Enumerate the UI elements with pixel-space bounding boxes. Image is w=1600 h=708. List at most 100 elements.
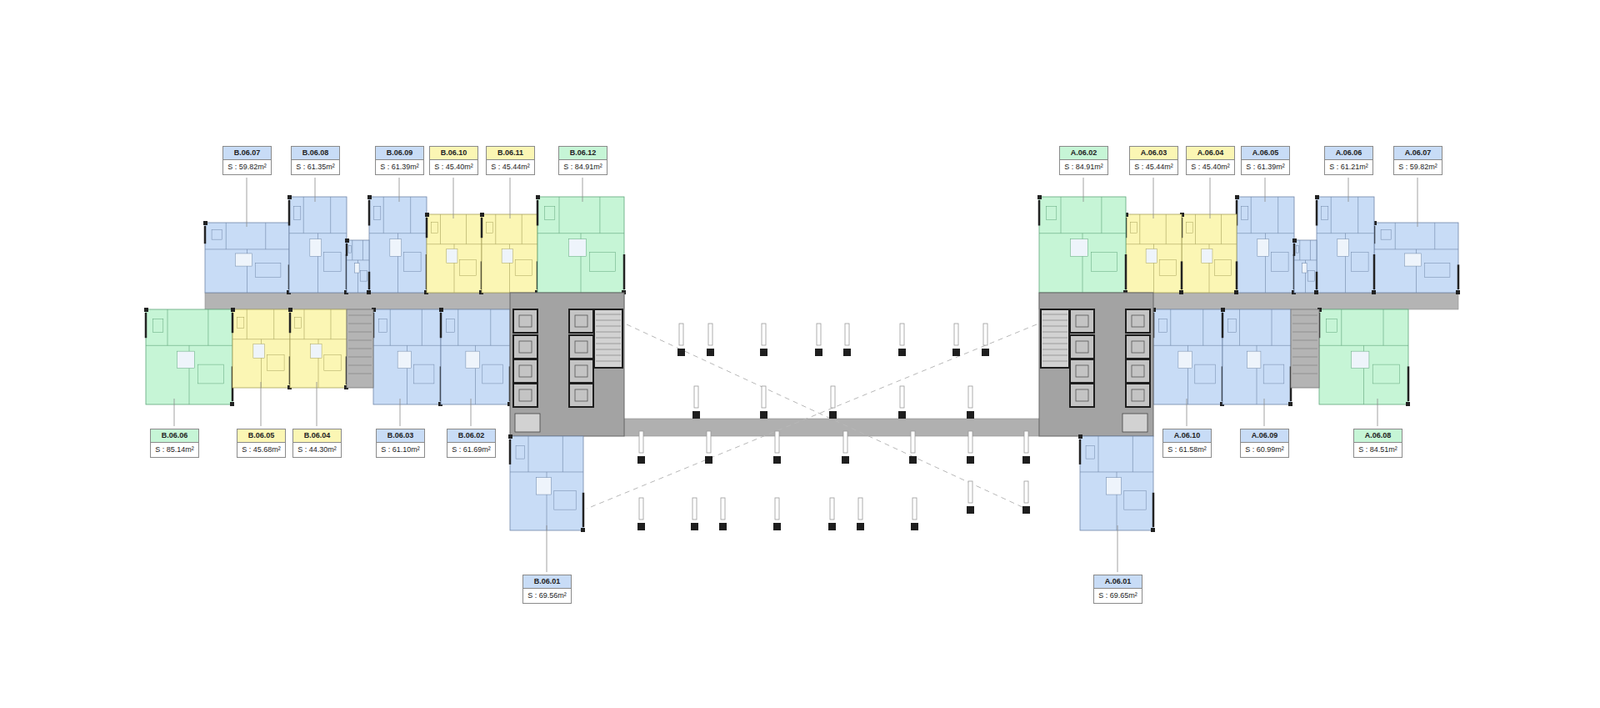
unit-label: B.06.07S : 59.82m² xyxy=(222,145,272,175)
room-wall xyxy=(510,470,584,472)
furniture xyxy=(1159,260,1176,276)
furniture xyxy=(515,260,532,276)
bathroom xyxy=(446,248,458,263)
exterior-wall xyxy=(1079,439,1082,465)
stair-tread xyxy=(1292,373,1318,375)
parking-bay-marker xyxy=(900,385,905,408)
structural-column xyxy=(829,410,837,419)
structural-column xyxy=(966,410,975,419)
unit-area: S : 59.82m² xyxy=(1394,160,1442,175)
apartment-unit xyxy=(1374,222,1459,293)
bathroom xyxy=(501,248,513,263)
structural-column xyxy=(1314,290,1319,295)
unit-label: A.06.01S : 69.65m² xyxy=(1093,574,1143,604)
room-wall xyxy=(421,309,423,345)
room-wall xyxy=(457,309,459,345)
parking-bay-marker xyxy=(708,323,713,345)
elevator-car xyxy=(1131,340,1145,353)
room-wall xyxy=(1139,214,1140,245)
apartment-unit xyxy=(537,196,625,293)
exterior-wall xyxy=(1407,365,1410,401)
unit-code: A.06.10 xyxy=(1163,429,1211,443)
furniture xyxy=(1263,364,1285,384)
structural-column xyxy=(367,195,372,200)
bathroom xyxy=(1178,350,1193,369)
furniture xyxy=(482,364,504,384)
room-wall xyxy=(481,243,538,245)
exterior-wall xyxy=(1038,200,1041,226)
elevator-shaft xyxy=(513,335,538,359)
structural-column xyxy=(637,455,645,464)
elevator-car xyxy=(1131,315,1145,327)
furniture xyxy=(324,355,341,371)
apartment-unit xyxy=(145,309,233,405)
apartment-unit xyxy=(290,309,347,388)
furniture xyxy=(1425,263,1450,278)
elevator-shaft xyxy=(513,309,538,333)
unit-area: S : 61.21m² xyxy=(1325,160,1373,175)
service-room xyxy=(1122,413,1148,432)
furniture xyxy=(403,252,421,272)
structural-column xyxy=(760,410,768,419)
circulation-core xyxy=(1039,292,1154,436)
unit-label: B.06.02S : 61.69m² xyxy=(446,428,496,458)
room-wall xyxy=(145,345,233,346)
circulation-core xyxy=(510,292,625,436)
exterior-wall xyxy=(480,217,484,238)
structural-column xyxy=(910,522,919,530)
room-wall xyxy=(1330,196,1332,234)
room-wall xyxy=(1098,435,1100,472)
room-wall xyxy=(1340,309,1342,345)
exterior-wall xyxy=(509,439,512,465)
unit-area: S : 59.82m² xyxy=(223,160,271,175)
furniture xyxy=(1045,206,1056,220)
structural-column xyxy=(366,290,371,295)
furniture xyxy=(1130,221,1137,233)
parking-bay-marker xyxy=(761,323,766,345)
structural-column xyxy=(841,455,850,464)
apartment-unit xyxy=(481,214,538,293)
room-wall xyxy=(1236,232,1295,234)
bridge-corridor xyxy=(624,418,1040,436)
room-wall xyxy=(207,309,209,345)
furniture xyxy=(255,263,281,278)
elevator-shaft xyxy=(569,335,594,359)
furniture xyxy=(1326,318,1338,332)
stair-tread xyxy=(1042,349,1068,350)
room-wall xyxy=(1080,470,1154,472)
furniture xyxy=(515,445,525,459)
bathroom xyxy=(310,343,322,358)
parking-bay-marker xyxy=(912,497,917,520)
unit-label: A.06.04S : 45.40m² xyxy=(1185,145,1235,175)
stair-tread xyxy=(348,340,372,341)
exterior-wall xyxy=(1293,243,1296,256)
unit-code: B.06.08 xyxy=(291,146,340,160)
bathroom xyxy=(310,239,322,257)
leader-line xyxy=(315,177,316,202)
unit-area: S : 45.40m² xyxy=(430,160,478,175)
room-wall xyxy=(599,196,600,234)
elevator-car xyxy=(1131,365,1145,377)
stair-tread xyxy=(1042,337,1068,339)
stair-tread xyxy=(1042,355,1068,356)
elevator-car xyxy=(519,365,532,377)
stair-tread xyxy=(1292,365,1318,366)
elevator-car xyxy=(519,389,532,401)
stair xyxy=(346,309,374,388)
unit-code: A.06.03 xyxy=(1130,146,1178,160)
leader-line xyxy=(260,381,262,426)
exterior-wall xyxy=(1221,312,1225,338)
leader-line xyxy=(316,381,318,426)
unit-label: A.06.08S : 84.51m² xyxy=(1353,428,1403,458)
leader-line xyxy=(399,177,400,202)
unit-area: S : 61.69m² xyxy=(447,442,495,457)
parking-bay-marker xyxy=(830,497,835,520)
unit-code: A.06.06 xyxy=(1325,146,1373,160)
apartment-unit xyxy=(510,435,584,530)
room-wall xyxy=(369,232,427,234)
structural-column xyxy=(1234,290,1239,295)
apartment-unit xyxy=(346,240,370,293)
room-wall xyxy=(490,309,491,345)
apartment-unit xyxy=(1039,196,1126,293)
stair xyxy=(1040,309,1070,368)
